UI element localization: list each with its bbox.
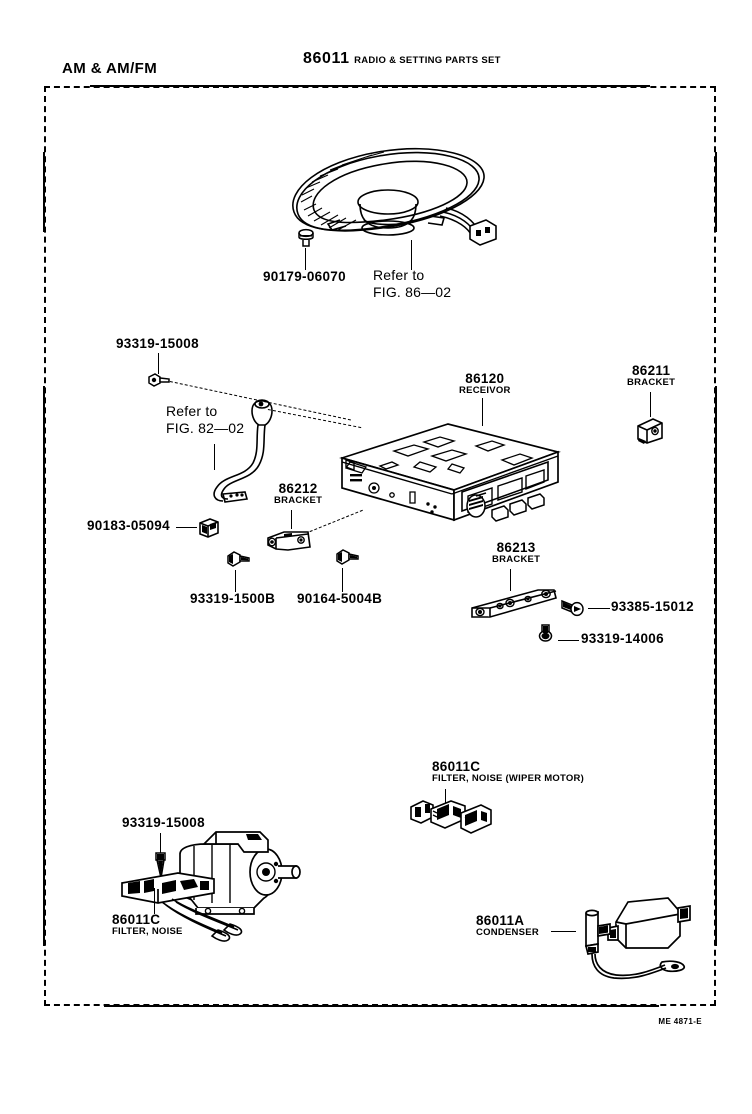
- callout-motor-screw-number: 93319-15008: [122, 815, 205, 830]
- screw-90164-5004b-leader: [342, 568, 344, 592]
- callout-bracket-86212: 86212 BRACKET: [274, 481, 323, 507]
- frame-solid-left-lower: [43, 386, 45, 946]
- speaker-clip-leader: [305, 248, 307, 270]
- grommet-90183-leader: [176, 527, 197, 529]
- callout-screw-93319-14006: 93319-14006: [581, 631, 664, 646]
- callout-filter-noise: 86011C FILTER, NOISE: [112, 912, 183, 938]
- filter-noise-illustration: [118, 869, 268, 941]
- callout-bracket-86212-name: BRACKET: [274, 495, 323, 507]
- motor-screw-illustration: [152, 851, 170, 881]
- callout-antenna-refer-line1: Refer to: [166, 403, 218, 419]
- callout-screw-90164-5004b: 90164-5004B: [297, 591, 383, 606]
- grommet-90183-illustration: [196, 516, 222, 540]
- group-number: 86011: [303, 50, 350, 67]
- callout-filter-wiper-number: 86011C: [432, 759, 481, 774]
- speaker-refer-leader: [411, 240, 413, 270]
- bracket-86211-leader: [650, 392, 652, 417]
- screw-93385-15012-leader: [588, 608, 610, 610]
- callout-condenser-name: CONDENSER: [476, 927, 539, 939]
- callout-filter-noise-name: FILTER, NOISE: [112, 926, 183, 938]
- screw-90164-5004b-illustration: [333, 548, 361, 568]
- callout-screw-93319-1500b: 93319-1500B: [190, 591, 276, 606]
- motor-screw-leader: [160, 833, 162, 853]
- callout-condenser-number: 86011A: [476, 913, 525, 928]
- callout-motor-screw: 93319-15008: [122, 815, 205, 830]
- callout-condenser: 86011A CONDENSER: [476, 913, 539, 939]
- callout-filter-wiper: 86011C FILTER, NOISE (WIPER MOTOR): [432, 759, 585, 785]
- callout-screw-90164-5004b-number: 90164-5004B: [297, 591, 383, 606]
- antenna-screw-leader: [158, 353, 160, 374]
- receiver-leader: [482, 398, 484, 426]
- callout-antenna-refer-line2: FIG. 82—02: [166, 419, 245, 436]
- screw-93319-1500b-leader: [235, 570, 237, 592]
- callout-bracket-86213-number: 86213: [496, 540, 536, 555]
- frame-solid-top: [90, 85, 650, 87]
- screw-93319-14006-illustration: [536, 622, 558, 644]
- filter-wiper-leader: [445, 789, 447, 809]
- callout-speaker-refer: Refer to FIG. 86—02: [373, 268, 451, 299]
- callout-antenna-screw: 93319-15008: [116, 336, 199, 351]
- sheet-code: ME 4871-E: [658, 1017, 702, 1026]
- condenser-illustration: [572, 890, 692, 985]
- frame-solid-bottom: [104, 1005, 659, 1007]
- frame-solid-right-lower: [715, 386, 717, 946]
- callout-speaker-clip: 90179-06070: [263, 269, 346, 284]
- antenna-screw-illustration: [146, 372, 172, 388]
- bracket-86212-leader: [291, 510, 293, 529]
- frame-solid-right-upper: [715, 152, 717, 232]
- callout-filter-wiper-name: FILTER, NOISE (WIPER MOTOR): [432, 773, 585, 785]
- callout-bracket-86212-number: 86212: [278, 481, 318, 496]
- callout-bracket-86211-number: 86211: [631, 363, 671, 378]
- callout-speaker-clip-number: 90179-06070: [263, 269, 346, 284]
- callout-bracket-86211: 86211 BRACKET: [627, 363, 676, 389]
- screw-93319-1500b-illustration: [224, 550, 252, 570]
- callout-screw-93319-14006-number: 93319-14006: [581, 631, 664, 646]
- callout-receiver-number: 86120: [465, 371, 505, 386]
- group-heading: 86011 RADIO & SETTING PARTS SET: [303, 50, 543, 68]
- callout-receiver: 86120 RECEIVOR: [459, 371, 511, 397]
- callout-screw-93385-15012: 93385-15012: [611, 599, 694, 614]
- bracket-86211-illustration: [633, 416, 667, 444]
- callout-speaker-refer-line2: FIG. 86—02: [373, 283, 452, 300]
- filter-wiper-illustration: [407, 795, 497, 843]
- callout-bracket-86211-name: BRACKET: [627, 377, 676, 389]
- condenser-leader: [551, 931, 576, 933]
- bracket-86213-illustration: [466, 584, 566, 622]
- callout-bracket-86213: 86213 BRACKET: [492, 540, 541, 566]
- screw-93319-14006-leader: [558, 640, 579, 642]
- callout-speaker-refer-line1: Refer to: [373, 267, 425, 283]
- page-title-left: AM & AM/FM: [62, 60, 158, 77]
- bracket-86212-illustration: [262, 527, 316, 555]
- screw-93385-15012-illustration: [560, 597, 588, 619]
- frame-edge-left: [44, 86, 46, 1006]
- diagram-frame: ME 4871-E: [43, 85, 717, 1026]
- callout-bracket-86213-name: BRACKET: [492, 554, 541, 566]
- callout-screw-93319-1500b-number: 93319-1500B: [190, 591, 276, 606]
- antenna-refer-leader: [214, 444, 216, 470]
- antenna-cord-illustration: [195, 395, 285, 510]
- frame-solid-left-upper: [43, 152, 45, 232]
- speaker-clip-illustration: [295, 228, 317, 248]
- callout-screw-93385-15012-number: 93385-15012: [611, 599, 694, 614]
- receiver-illustration: [336, 418, 564, 523]
- callout-receiver-name: RECEIVOR: [459, 385, 511, 397]
- callout-grommet-90183: 90183-05094: [87, 518, 170, 533]
- bracket-86213-leader: [510, 569, 512, 591]
- group-name: RADIO & SETTING PARTS SET: [354, 55, 501, 66]
- filter-noise-leader: [154, 888, 156, 914]
- callout-filter-noise-number: 86011C: [112, 912, 161, 927]
- frame-edge-top: [44, 86, 716, 88]
- callout-grommet-90183-number: 90183-05094: [87, 518, 170, 533]
- callout-antenna-screw-number: 93319-15008: [116, 336, 199, 351]
- speaker-illustration: [280, 140, 510, 260]
- callout-antenna-refer: Refer to FIG. 82—02: [166, 404, 244, 435]
